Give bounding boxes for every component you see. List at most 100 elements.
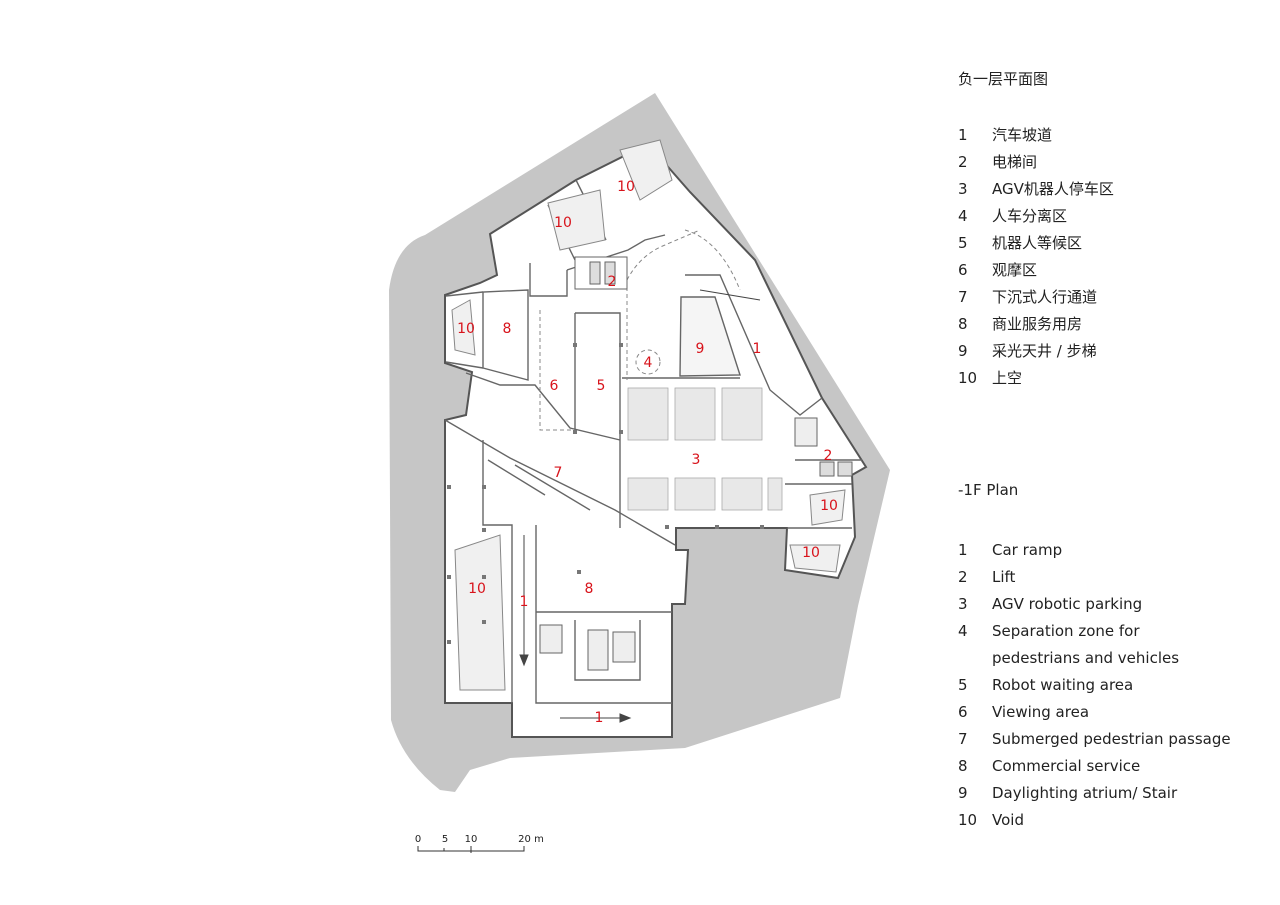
legend-item: 6 Viewing area — [958, 699, 1232, 726]
ramp-arrows — [519, 289, 761, 723]
legend-item: 5 Robot waiting area — [958, 672, 1232, 699]
legend-item: 6 观摩区 — [958, 257, 1232, 284]
legend-item-text: Lift — [992, 568, 1016, 586]
legend-english-title: -1F Plan — [958, 481, 1019, 499]
legend-item-number: 4 — [958, 622, 968, 640]
legend-item: 9 Daylighting atrium/ Stair — [958, 780, 1232, 807]
legend-item: 1 Car ramp — [958, 537, 1232, 564]
legend-item: 3 AGV robotic parking — [958, 591, 1232, 618]
legend-item-text: 人车分离区 — [992, 207, 1068, 225]
legend-item-number: 6 — [958, 261, 968, 279]
void-areas — [451, 139, 846, 691]
legend-item: 4 Separation zone for pedestrians and veh… — [958, 618, 1232, 672]
legend-item-number: 9 — [958, 784, 968, 802]
label-robot-waiting: 5 — [597, 378, 606, 394]
label-void-5: 10 — [802, 545, 820, 561]
label-atrium: 9 — [696, 341, 705, 357]
legend-item-text: 采光天井 / 步梯 — [992, 342, 1097, 360]
interior-walls — [444, 179, 862, 704]
legend-item-number: 10 — [958, 811, 978, 829]
label-separation-zone: 4 — [644, 355, 653, 371]
legend-item: 2 电梯间 — [958, 149, 1232, 176]
legend-item-number: 5 — [958, 234, 968, 252]
legend-item-text: Robot waiting area — [992, 676, 1134, 694]
label-void-6: 10 — [468, 581, 486, 597]
legend-item-number: 1 — [958, 541, 968, 559]
legend-item-number: 7 — [958, 730, 968, 748]
legend-item-text: 商业服务用房 — [992, 315, 1083, 333]
legend-item-text: Separation zone for pedestrians and vehi… — [992, 622, 1180, 667]
scale-tick-0: 0 — [415, 834, 421, 845]
legend-item-text: 电梯间 — [992, 153, 1038, 171]
structural-columns — [447, 343, 764, 644]
zone-boundaries — [539, 229, 741, 431]
label-commercial-1: 8 — [503, 321, 512, 337]
stair-lift-cores — [539, 256, 853, 671]
legend-item-number: 9 — [958, 342, 968, 360]
legend-item-number: 3 — [958, 180, 968, 198]
legend-item: 7 下沉式人行通道 — [958, 284, 1232, 311]
label-car-ramp-1: 1 — [753, 341, 762, 357]
label-viewing-area: 6 — [550, 378, 559, 394]
legend-item-number: 2 — [958, 568, 968, 586]
legend-item-text: Viewing area — [992, 703, 1090, 721]
label-agv-parking: 3 — [692, 452, 701, 468]
legend-item-text: Submerged pedestrian passage — [992, 730, 1231, 748]
label-void-2: 10 — [554, 215, 572, 231]
legend-item-number: 10 — [958, 369, 978, 387]
legend-item-number: 6 — [958, 703, 968, 721]
legend-item: 10 上空 — [958, 365, 1232, 392]
label-void-3: 10 — [457, 321, 475, 337]
legend-item-number: 8 — [958, 315, 968, 333]
scale-tick-20: 20 m — [518, 834, 544, 845]
legend-item-text: 下沉式人行通道 — [992, 288, 1098, 306]
legend-item-text: 上空 — [992, 369, 1023, 387]
legend-item-number: 5 — [958, 676, 968, 694]
legend-item-text: Daylighting atrium/ Stair — [992, 784, 1178, 802]
legend-item: 2 Lift — [958, 564, 1232, 591]
legend-item-text: Void — [992, 811, 1024, 829]
label-pedestrian-passage: 7 — [554, 465, 563, 481]
legend-item-number: 7 — [958, 288, 968, 306]
legend-item: 9 采光天井 / 步梯 — [958, 338, 1232, 365]
label-void-1: 10 — [617, 179, 635, 195]
label-commercial-2: 8 — [585, 581, 594, 597]
legend-english-list: 1 Car ramp 2 Lift 3 AGV robotic parking 4 Se… — [958, 537, 1232, 834]
legend-item-number: 2 — [958, 153, 968, 171]
agv-parking-slots — [627, 387, 783, 511]
legend-item-number: 4 — [958, 207, 968, 225]
legend-item: 5 机器人等候区 — [958, 230, 1232, 257]
legend-item: 1 汽车坡道 — [958, 122, 1232, 149]
legend-item: 3 AGV机器人停车区 — [958, 176, 1232, 203]
legend-item-text: AGV robotic parking — [992, 595, 1143, 613]
legend-chinese: 负一层平面图 1 汽车坡道 2 电梯间 3 AGV机器人停车区 4 人车分离区 5 机器人… — [958, 66, 1232, 392]
label-car-ramp-3: 1 — [595, 710, 604, 726]
scale-tick-5: 5 — [442, 834, 448, 845]
legend-item: 7 Submerged pedestrian passage — [958, 726, 1232, 753]
legend-item-number: 3 — [958, 595, 968, 613]
legend-item-text: 观摩区 — [992, 261, 1038, 279]
scale-bar: 0 5 10 20 m — [415, 834, 544, 853]
label-void-4: 10 — [820, 498, 838, 514]
label-lift-2: 2 — [824, 448, 833, 464]
room-labels: 10 10 2 10 8 9 1 4 6 5 3 2 10 7 10 10 1 … — [457, 179, 838, 726]
legend-chinese-title: 负一层平面图 — [958, 70, 1049, 88]
legend-english: -1F Plan 1 Car ramp 2 Lift 3 AGV robotic pa… — [958, 477, 1232, 834]
legend-item: 8 Commercial service — [958, 753, 1232, 780]
legend-item: 4 人车分离区 — [958, 203, 1232, 230]
legend-item-text: 机器人等候区 — [992, 234, 1083, 252]
building-footprint — [444, 142, 868, 738]
legend-item: 10 Void — [958, 807, 1232, 834]
label-lift-1: 2 — [608, 274, 617, 290]
legend-item-text: AGV机器人停车区 — [992, 180, 1114, 198]
label-car-ramp-2: 1 — [520, 594, 529, 610]
legend-item-text: Car ramp — [992, 541, 1063, 559]
legend-item: 8 商业服务用房 — [958, 311, 1232, 338]
legend-item-text: Commercial service — [992, 757, 1141, 775]
legend-item-number: 8 — [958, 757, 968, 775]
legend-item-number: 1 — [958, 126, 968, 144]
legend-item-text: 汽车坡道 — [992, 126, 1053, 144]
legend-chinese-list: 1 汽车坡道 2 电梯间 3 AGV机器人停车区 4 人车分离区 5 机器人等候区 6 观摩… — [958, 122, 1232, 392]
scale-tick-10: 10 — [465, 834, 478, 845]
